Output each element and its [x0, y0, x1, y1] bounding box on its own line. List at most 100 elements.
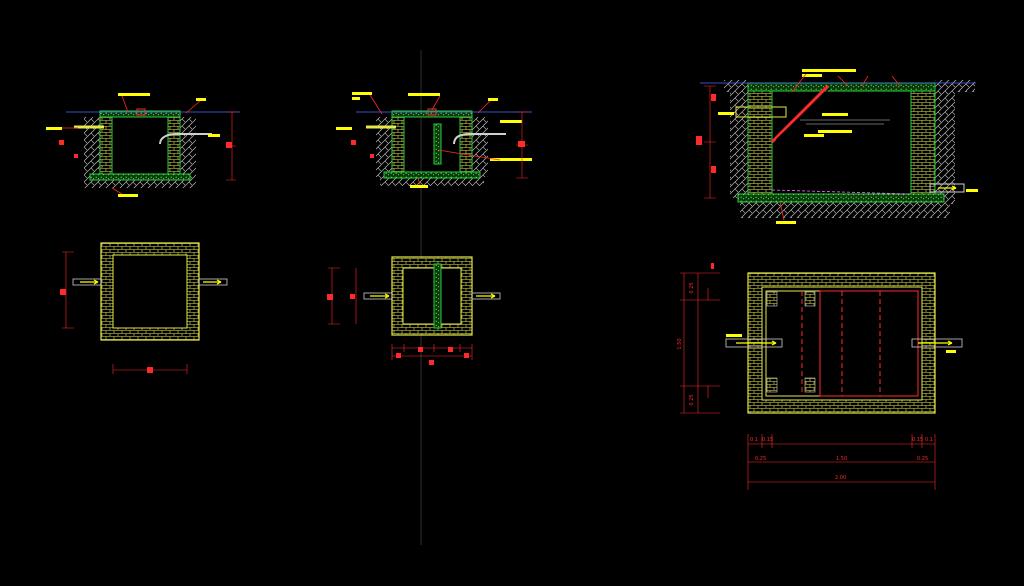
soil-right	[472, 117, 488, 177]
dim-marker-2	[711, 94, 716, 101]
cover-slab	[747, 82, 936, 92]
inclined-baffle	[770, 84, 830, 144]
label-2	[196, 98, 206, 101]
soil-left	[84, 117, 100, 181]
dim-left-bottom: 0.25	[689, 394, 695, 405]
wall-left	[99, 113, 113, 179]
plan-chamber	[112, 254, 188, 329]
plan-dim-marker-5	[448, 347, 453, 352]
plan-outlet	[198, 278, 228, 286]
flow-arrow-out	[203, 279, 222, 285]
soil-left	[376, 117, 392, 177]
label-5	[818, 130, 852, 133]
wall-right	[910, 85, 936, 199]
flow-arrow-in	[370, 293, 390, 299]
label-6	[804, 134, 824, 137]
soil-top-right	[935, 80, 975, 92]
base-slab	[737, 193, 945, 203]
dim-marker-2	[351, 140, 356, 145]
water-level	[800, 119, 890, 125]
dim-marker-3	[74, 154, 78, 158]
label-1	[118, 93, 150, 96]
flow-arrow-in	[80, 279, 99, 285]
two-chamber-section	[336, 92, 532, 188]
wall-left	[747, 85, 773, 199]
corner-detail-2	[804, 291, 816, 307]
inlet-pipe	[735, 106, 787, 118]
large-tank-plan: 0.25 1.50 0.25 0.1 0.15 0.15 0.1 0.25 1.…	[677, 263, 963, 490]
small-tank-plan	[60, 242, 228, 374]
plan-dim-marker-1	[327, 294, 333, 300]
wall-left	[391, 113, 405, 177]
label-4	[822, 113, 848, 116]
dim-left	[704, 85, 716, 199]
label-5	[336, 127, 352, 130]
plan-dim-marker-7	[429, 360, 434, 365]
outlet-pipe	[159, 133, 212, 145]
label-6	[500, 120, 522, 123]
flow-arrow-in	[736, 340, 777, 346]
wall-right	[459, 113, 473, 177]
dim-bottom-seg-left: 0.25	[755, 456, 766, 462]
plan-outlet	[471, 292, 501, 300]
plan-label-1	[726, 334, 742, 337]
dim-bottom-right-2: 0.1	[925, 437, 933, 443]
base-slab	[383, 171, 481, 179]
dim-bottom-left-2: 0.15	[762, 437, 773, 443]
corner-detail-3	[766, 377, 778, 393]
dim-marker-1	[226, 142, 232, 148]
dim-marker-3	[711, 166, 716, 173]
plan-dim-marker-3	[396, 353, 401, 358]
partition-wall	[433, 123, 442, 165]
plan-dim-left	[680, 272, 720, 414]
label-7	[490, 158, 532, 161]
wall-right	[167, 113, 181, 179]
dim-bottom-seg-right: 0.25	[917, 456, 928, 462]
flow-arrow-out	[938, 185, 957, 191]
dim-left-mid: 1.50	[677, 338, 683, 349]
dim-bottom-left-1: 0.1	[750, 437, 758, 443]
label-7	[966, 189, 978, 192]
soil-right	[180, 117, 196, 181]
plan-dim-marker	[711, 263, 714, 269]
dim-left-top: 0.25	[689, 282, 695, 293]
flow-arrow-out	[918, 340, 953, 346]
plan-inlet	[363, 292, 393, 300]
label-3	[408, 93, 440, 96]
label-1	[352, 92, 372, 95]
plan-inlet	[725, 338, 783, 348]
dim-marker-1	[696, 136, 702, 145]
soil-right	[935, 86, 955, 204]
leader-lines	[779, 73, 901, 221]
leader-lines	[369, 94, 501, 186]
plan-dim-bottom	[747, 434, 936, 490]
label-4	[208, 134, 220, 137]
label-5	[118, 194, 138, 197]
soil-left	[730, 86, 748, 198]
label-1	[802, 69, 856, 72]
label-2	[802, 74, 822, 77]
soil-bottom	[740, 200, 950, 218]
two-chamber-plan	[327, 256, 501, 365]
small-tank-section	[46, 93, 240, 197]
plan-dim-marker-2	[147, 367, 153, 373]
cover-slab	[391, 110, 473, 118]
label-3	[718, 112, 734, 115]
dim-bottom-total: 2.00	[835, 475, 846, 481]
label-3	[46, 127, 62, 130]
leader-lines	[62, 95, 201, 195]
plan-outlet	[911, 338, 963, 348]
label-8	[410, 185, 428, 188]
plan-dim-marker-1	[60, 289, 66, 295]
plan-dim-marker-2	[350, 294, 355, 299]
cover-slab	[99, 110, 181, 118]
corner-detail-4	[804, 377, 816, 393]
corner-detail-1	[766, 291, 778, 307]
label-2	[352, 97, 360, 100]
plan-dim-bottom	[391, 344, 473, 360]
plan-chamber	[402, 267, 462, 325]
base-slab	[89, 173, 191, 181]
dim-marker-3	[370, 154, 374, 158]
plan-label-2	[946, 350, 956, 353]
